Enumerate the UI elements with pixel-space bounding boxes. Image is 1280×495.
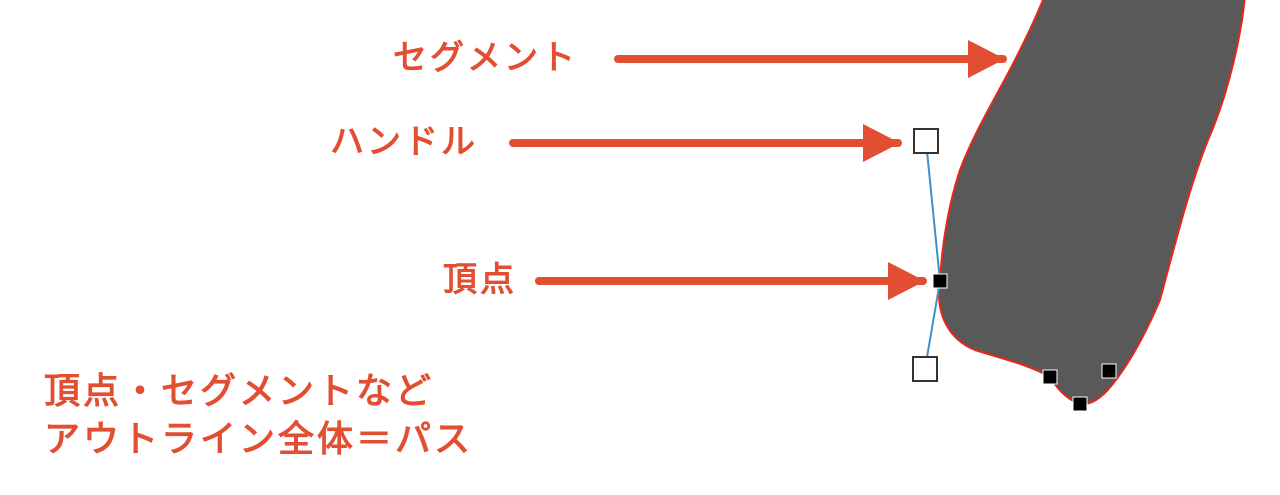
handle-line-upper <box>925 140 941 282</box>
handle-arrowhead <box>863 124 900 162</box>
caption: 頂点・セグメントなど アウトライン全体＝パス <box>44 368 473 464</box>
vertex-node-main[interactable] <box>932 273 948 289</box>
handle-upper[interactable] <box>913 128 939 154</box>
vertex-node-left[interactable] <box>1042 369 1058 385</box>
vertex-arrowhead <box>888 262 925 300</box>
caption-line-2: アウトライン全体＝パス <box>44 419 474 460</box>
segment-label: セグメント <box>393 38 578 78</box>
handle-lower[interactable] <box>912 356 938 382</box>
caption-line-1: 頂点・セグメントなど <box>44 371 435 412</box>
vertex-node-right[interactable] <box>1101 363 1117 379</box>
vertex-label: 頂点 <box>443 260 517 300</box>
handle-label: ハンドル <box>330 122 478 162</box>
segment-arrowhead <box>968 40 1005 78</box>
handle-line-lower <box>924 280 941 370</box>
vertex-node-bottom[interactable] <box>1072 396 1088 412</box>
